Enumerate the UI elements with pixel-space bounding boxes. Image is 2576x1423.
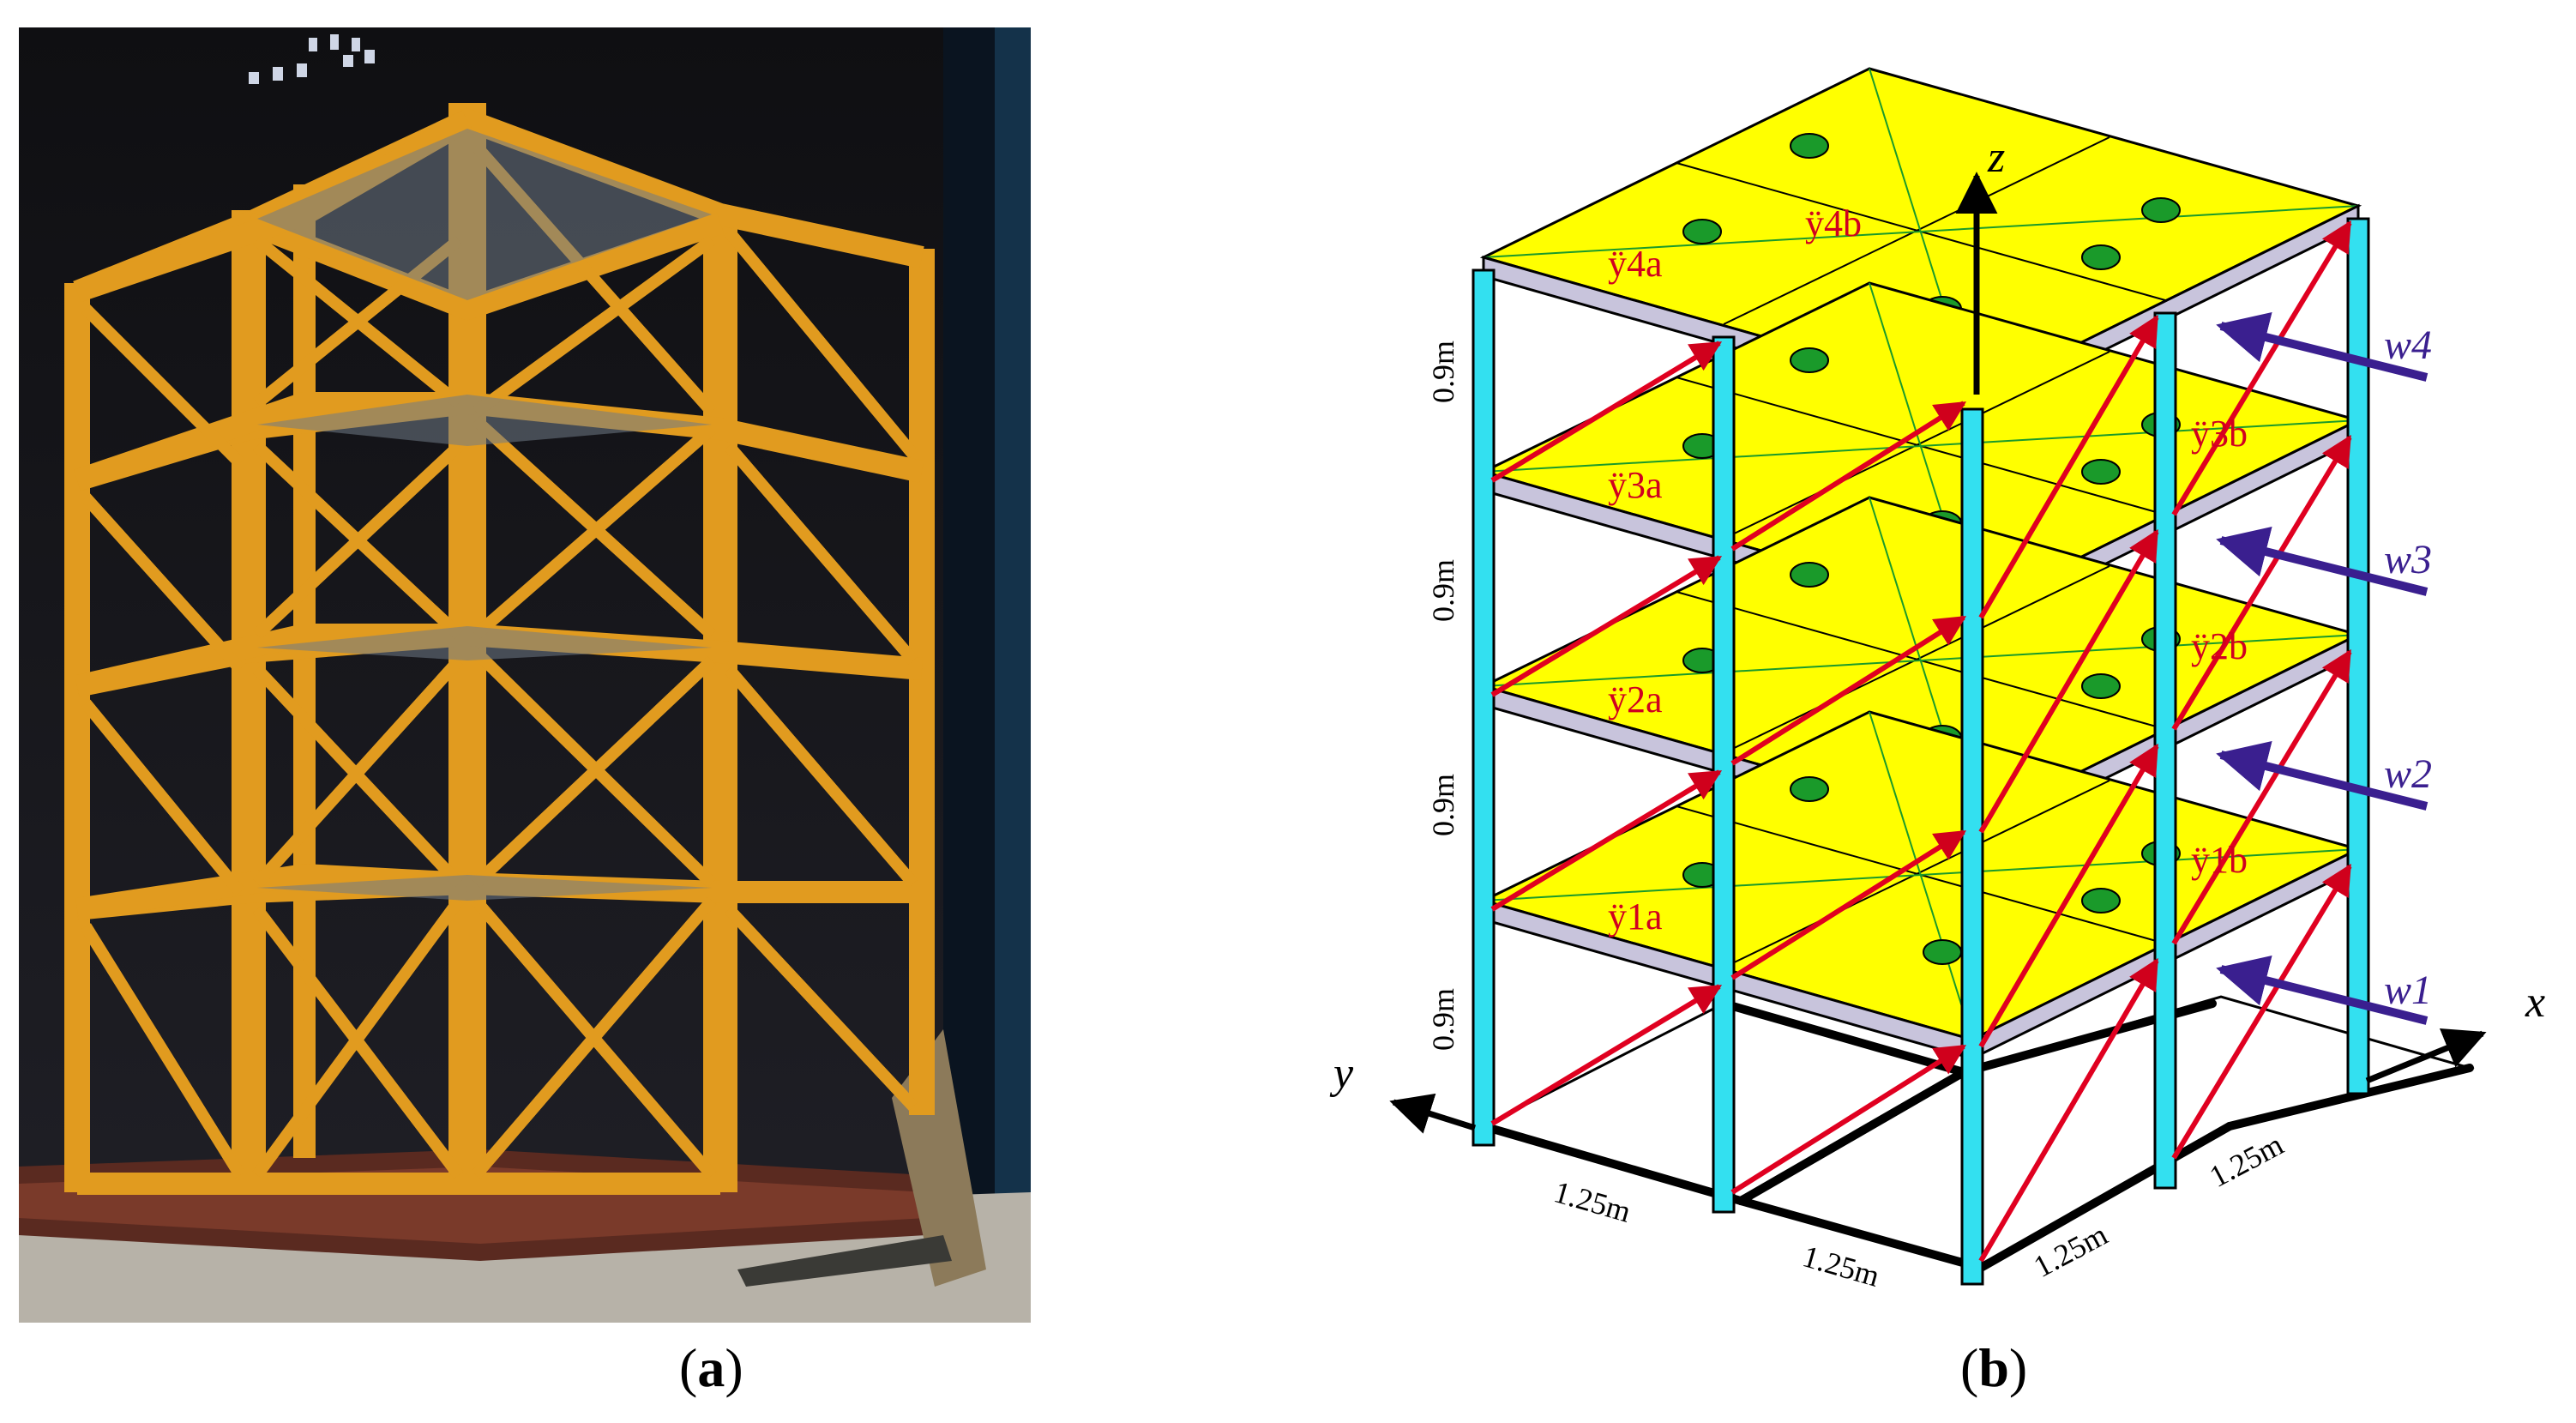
bay-width-y1: 1.25m	[1550, 1174, 1635, 1229]
accel-label-3a: ÿ3a	[1608, 464, 1663, 506]
column	[2346, 217, 2370, 1095]
sensor-dot	[1923, 939, 1962, 965]
brace-arrow	[1730, 615, 1967, 766]
brace-arrow	[2171, 220, 2352, 516]
column	[1960, 407, 1984, 1286]
story-height-1: 0.9m	[1426, 988, 1460, 1051]
brace-arrow	[1490, 341, 1723, 483]
brace-arrow	[1978, 957, 2159, 1263]
slab-diagonal	[1869, 711, 1973, 1040]
brace-arrow	[1978, 314, 2159, 619]
brace-arrow	[1490, 984, 1723, 1126]
y-axis-arrow	[1389, 1093, 1477, 1134]
accel-label-4a: ÿ4a	[1608, 243, 1663, 285]
brace-arrow	[1490, 769, 1723, 912]
y-axis-label: y	[1329, 1049, 1354, 1098]
wind-label-1: w1	[2384, 968, 2432, 1013]
wind-arrow-2	[2216, 740, 2429, 811]
sensor-dot	[1790, 562, 1829, 588]
z-axis-label: z	[1987, 133, 2005, 182]
accel-label-2b: ÿ2b	[2191, 625, 2248, 667]
wind-label-2: w2	[2384, 751, 2432, 797]
accel-label-2a: ÿ2a	[1608, 678, 1663, 721]
sensor-dot	[2081, 888, 2121, 913]
wind-label-4: w4	[2384, 323, 2432, 368]
sensor-dot	[1790, 347, 1829, 373]
brace-arrow	[2171, 863, 2352, 1160]
caption-a: (a)	[679, 1337, 743, 1398]
wind-label-3: w3	[2384, 537, 2432, 582]
sensor-dot	[1682, 219, 1722, 244]
story-height-2: 0.9m	[1426, 774, 1460, 836]
wind-arrow-3	[2216, 526, 2429, 596]
brace-arrow	[1978, 743, 2159, 1048]
accel-label-1b: ÿ1b	[2191, 839, 2248, 881]
sensor-dot	[2081, 673, 2121, 699]
brace-arrow	[2171, 434, 2352, 731]
accel-label-1a: ÿ1a	[1608, 895, 1663, 938]
x-axis-label: x	[2525, 978, 2545, 1027]
wind-arrow-1	[2216, 955, 2429, 1025]
sensor-dot	[2081, 459, 2121, 485]
accel-label-3b: ÿ3b	[2191, 413, 2248, 455]
brace-arrow	[1730, 829, 1967, 980]
caption-b: (b)	[1960, 1337, 2028, 1398]
sensor-dot	[2081, 244, 2121, 270]
brace-arrow	[1978, 528, 2159, 834]
photo-panel	[19, 27, 1031, 1323]
x-axis-arrow	[2365, 1028, 2487, 1084]
column	[1472, 268, 1496, 1147]
sensor-dot	[1790, 133, 1829, 159]
accel-label-4b: ÿ4b	[1805, 202, 1862, 244]
column	[2153, 311, 2177, 1190]
schematic-panel: z x y 0.9m 0.9m 0.9m 0.9m 1.25m 1.25m 1.…	[1329, 67, 2545, 1293]
sensor-dot	[2141, 197, 2181, 223]
sensor-dot	[1790, 776, 1829, 802]
brace-arrow	[1490, 555, 1723, 697]
story-height-3: 0.9m	[1426, 559, 1460, 622]
bay-width-y2: 1.25m	[1799, 1239, 1884, 1293]
brace-arrow	[1730, 401, 1967, 552]
story-height-4: 0.9m	[1426, 341, 1460, 403]
brace-arrow	[1730, 1044, 1967, 1195]
wind-arrow-4	[2216, 311, 2429, 382]
brace-arrow	[2171, 648, 2352, 945]
